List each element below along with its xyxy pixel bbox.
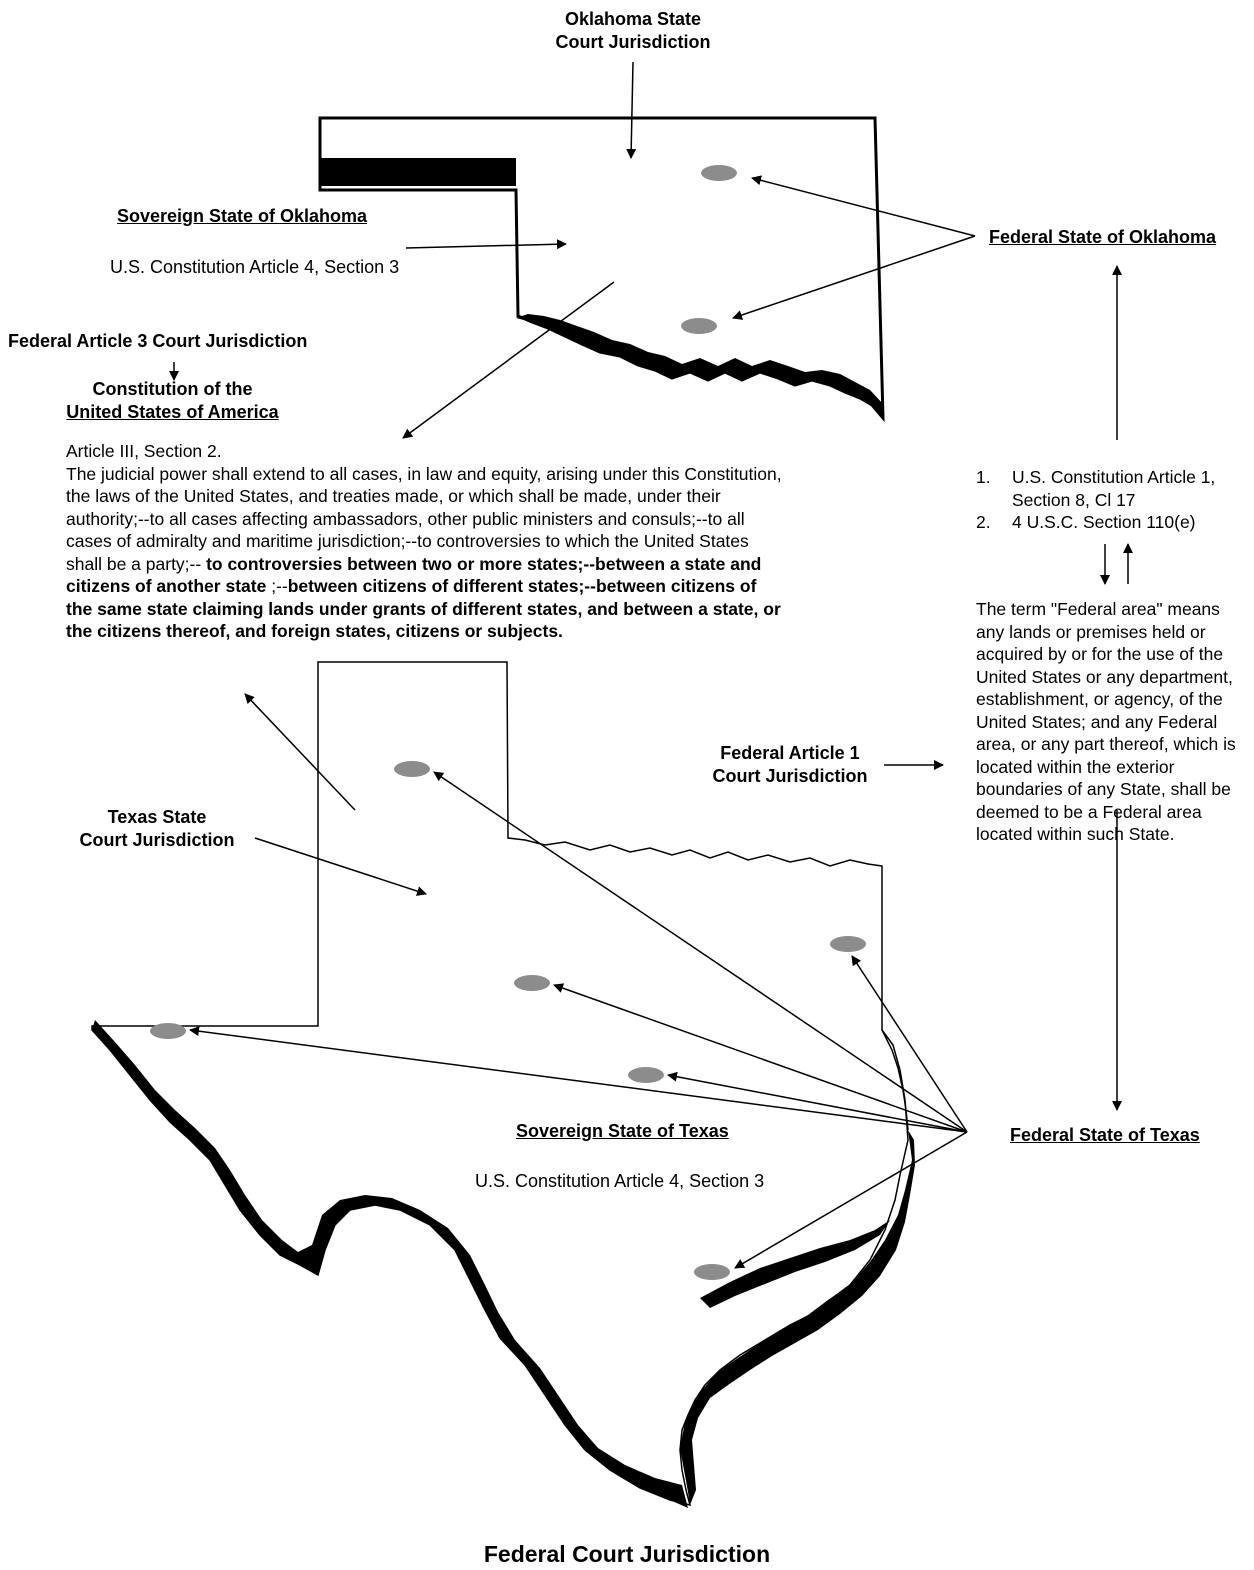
oklahoma-panhandle-band [320, 158, 516, 186]
arrow [734, 1131, 968, 1269]
federal-area-marker [681, 318, 717, 334]
article3-heading: Article III, Section 2. [66, 441, 222, 461]
sovereign-oklahoma-label: Sovereign State of Oklahoma [117, 206, 368, 226]
federal-area-marker [628, 1067, 664, 1083]
rio-grande-border [92, 1020, 688, 1508]
arrow [751, 175, 976, 237]
arrow [626, 61, 637, 159]
constitution-heading: Constitution of the United States of Ame… [40, 378, 305, 424]
federal-article1-label: Federal Article 1 Court Jurisdiction [712, 743, 868, 786]
arrow [189, 1026, 968, 1133]
arrow [553, 983, 968, 1133]
article3-bold1: to controversies between two or more sta… [66, 553, 762, 597]
federal-area-marker [830, 936, 866, 952]
constitution-line2: United States of America [66, 402, 279, 422]
federal-area-marker [701, 165, 737, 181]
federal-oklahoma-label: Federal State of Oklahoma [989, 227, 1217, 247]
federal-area-definition: The term "Federal area" means any lands … [976, 599, 1236, 844]
sovereign-texas-citation: U.S. Constitution Article 4, Section 3 [475, 1171, 765, 1191]
arrow [851, 955, 968, 1133]
sovereign-texas-label: Sovereign State of Texas [516, 1121, 729, 1141]
citation-text: U.S. Constitution Article 1, Section 8, … [1012, 467, 1216, 510]
arrow [732, 235, 976, 320]
citation-number: 1. [976, 467, 991, 487]
article3-mid: ;-- [266, 576, 288, 596]
footer-title: Federal Court Jurisdiction [483, 1541, 771, 1567]
federal-area-marker [514, 975, 550, 991]
federal-area-marker [694, 1264, 730, 1280]
article3-body: The judicial power shall extend to all c… [66, 463, 786, 643]
article3-text: Article III, Section 2. The judicial pow… [66, 440, 786, 643]
constitution-line1: Constitution of the [92, 379, 253, 399]
federal-area-marker [150, 1023, 186, 1039]
arrows [169, 61, 1133, 1269]
arrow [244, 693, 356, 811]
oklahoma-state-court-label: Oklahoma State Court Jurisdiction [555, 9, 711, 52]
article3-bold2: between citizens of different states;--b… [66, 576, 781, 641]
sabine-river-border [881, 1029, 909, 1131]
red-river-border [516, 314, 883, 418]
article3-plain: The judicial power shall extend to all c… [66, 463, 782, 574]
federal-area-marker [394, 761, 430, 777]
citation-item: 1. U.S. Constitution Article 1, Section … [976, 466, 1251, 511]
arrow [433, 771, 968, 1133]
sovereign-oklahoma-citation: U.S. Constitution Article 4, Section 3 [110, 257, 400, 277]
citation-text: 4 U.S.C. Section 110(e) [1012, 512, 1196, 532]
federal-area-markers [150, 165, 866, 1280]
texas-state-court-label: Texas State Court Jurisdiction [79, 807, 235, 850]
coastal-islands [700, 1220, 890, 1308]
texas-outline [91, 661, 915, 1508]
citation-number: 2. [976, 512, 991, 532]
federal-texas-label: Federal State of Texas [1010, 1125, 1200, 1145]
citation-list: 1. U.S. Constitution Article 1, Section … [976, 466, 1251, 534]
oklahoma-outline [318, 116, 885, 423]
arrow [402, 281, 615, 439]
arrow [254, 837, 427, 896]
citation-item: 2. 4 U.S.C. Section 110(e) [976, 511, 1251, 534]
arrow [667, 1071, 968, 1133]
federal-article3-label: Federal Article 3 Court Jurisdiction [8, 331, 308, 351]
arrow [405, 239, 567, 250]
